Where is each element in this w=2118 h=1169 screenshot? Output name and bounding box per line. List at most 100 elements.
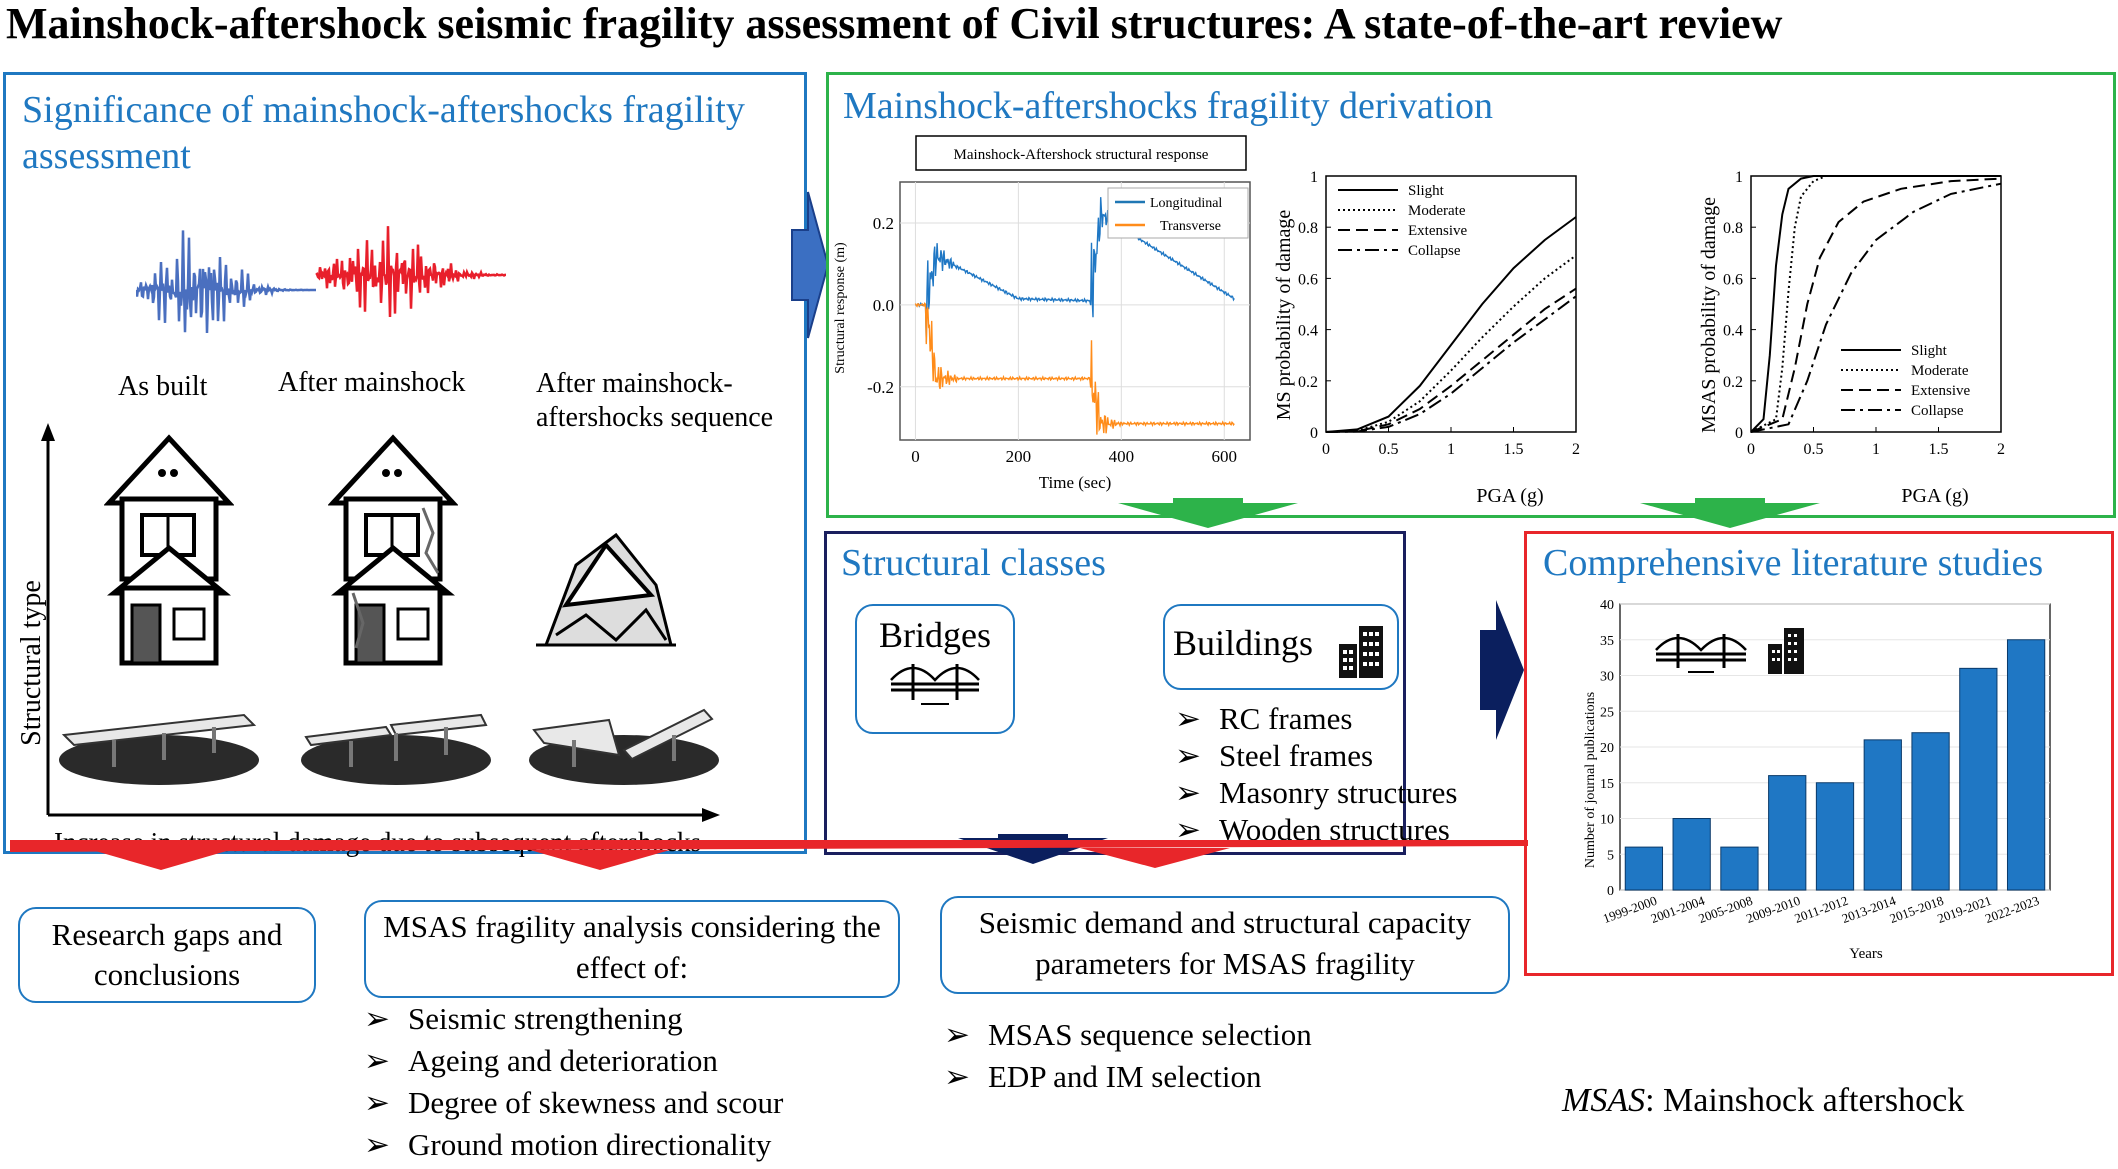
x-tick-label: 2015-2018 <box>1888 893 1946 926</box>
y-tick-label: 0.8 <box>1298 220 1318 237</box>
legend-transverse: Transverse <box>1160 219 1221 234</box>
bullet-arrow-icon: ➢ <box>364 1043 390 1078</box>
legend-extensive: Extensive <box>1911 383 1970 399</box>
series-transverse-line <box>914 301 1235 435</box>
building-type-steel: ➢Steel frames <box>1175 738 1374 773</box>
bullet-arrow-icon: ➢ <box>944 1059 970 1094</box>
bullet-arrow-icon: ➢ <box>364 1127 390 1162</box>
x-tick-label: 0 <box>911 447 920 466</box>
chart1-legend <box>1107 187 1249 239</box>
abbreviation-note: MSAS: Mainshock aftershock <box>1562 1082 1964 1120</box>
house-collapsed-icon <box>536 532 676 647</box>
y-tick-label: 0.2 <box>1723 374 1743 391</box>
x-tick-label: 1 <box>1872 441 1880 458</box>
red-connector <box>10 840 1528 870</box>
x-tick-label: 2013-2014 <box>1840 893 1899 927</box>
buildings-label: Buildings <box>1173 623 1314 663</box>
x-tick-label: 2009-2010 <box>1744 893 1802 926</box>
state-after-sequence: After mainshock-aftershocks sequence <box>536 368 774 433</box>
legend-slight: Slight <box>1408 183 1445 199</box>
time-history-chart: Mainshock-Aftershock structural response… <box>833 135 1251 492</box>
x-tick-label: 600 <box>1212 447 1238 466</box>
msas-effect-directionality: ➢Ground motion directionality <box>364 1127 772 1162</box>
x-tick-label: 2011-2012 <box>1792 893 1850 926</box>
bridges-label: Bridges <box>879 615 991 655</box>
legend-collapse: Collapse <box>1408 243 1461 259</box>
chart-buildings-icon <box>1768 628 1804 674</box>
x-tick-label: 0.5 <box>1379 441 1399 458</box>
bridge-icon <box>890 664 980 705</box>
literature-title: Comprehensive literature studies <box>1543 542 2044 584</box>
y-tick-label: 40 <box>1600 598 1614 613</box>
state-as-built: As built <box>118 371 208 402</box>
msas-effect-skewness: ➢Degree of skewness and scour <box>364 1085 784 1120</box>
bullet-arrow-icon: ➢ <box>364 1001 390 1036</box>
bullet-arrow-icon: ➢ <box>1175 701 1201 736</box>
y-tick-label: 0 <box>1310 425 1318 442</box>
chart-bridge-icon <box>1655 634 1747 673</box>
y-tick-label: 10 <box>1600 813 1614 828</box>
x-tick-label: 2 <box>1997 441 2005 458</box>
bridge-damaged-icon <box>301 713 491 785</box>
red-arrow-1 <box>92 850 230 870</box>
navy-right-arrow <box>1480 600 1524 740</box>
series-slight-line <box>1750 175 2001 433</box>
y-tick-label: 0.6 <box>1723 271 1743 288</box>
seismic-wave-graphic <box>136 226 506 334</box>
bridge-intact-icon <box>59 713 259 785</box>
chart4-ylabel: Number of journal publications <box>1583 692 1598 868</box>
bar-2019-2021 <box>1959 667 1998 891</box>
y-tick-label: 0.0 <box>873 296 894 315</box>
y-tick-label: 0 <box>1735 425 1743 442</box>
legend-collapse: Collapse <box>1911 403 1964 419</box>
y-tick-label: -0.2 <box>867 378 894 397</box>
bullet-arrow-icon: ➢ <box>1175 775 1201 810</box>
x-tick-label: 1.5 <box>1504 441 1524 458</box>
msas-analysis-box: MSAS fragility analysis considering the … <box>364 900 900 998</box>
significance-title: Significance of mainshock-aftershocks fr… <box>22 89 745 177</box>
y-tick-label: 0.8 <box>1723 220 1743 237</box>
bullet-arrow-icon: ➢ <box>944 1017 970 1052</box>
green-arrow-right <box>1640 498 1820 528</box>
page-title: Mainshock-aftershock seismic fragility a… <box>6 0 1783 48</box>
series-slight-line <box>1325 216 1577 433</box>
significance-panel: Significance of mainshock-aftershocks fr… <box>3 72 807 857</box>
mainshock-wave <box>136 230 316 334</box>
series-longitudinal-line <box>915 197 1235 343</box>
legend-slight: Slight <box>1911 343 1948 359</box>
abbreviation-term: MSAS <box>1562 1082 1646 1119</box>
bar-2001-2004 <box>1672 818 1711 891</box>
x-tick-label: 2019-2021 <box>1935 893 1993 926</box>
bar-2022-2023 <box>2006 639 2046 891</box>
y-tick-label: 1 <box>1310 169 1318 186</box>
chart1-ylabel: Structural response (m) <box>833 242 848 374</box>
series-collapse-line <box>1325 295 1577 433</box>
series-extensive-line <box>1325 287 1577 433</box>
y-tick-label: 20 <box>1600 741 1614 756</box>
chart1-title: Mainshock-Aftershock structural response <box>954 147 1209 163</box>
msas-effect-strengthening: ➢Seismic strengthening <box>364 1001 683 1036</box>
bridge-collapsed-icon <box>529 708 719 785</box>
bar-1999-2000 <box>1624 846 1664 891</box>
x-tick-label: 0 <box>1747 441 1755 458</box>
abbreviation-definition: : Mainshock aftershock <box>1645 1082 1965 1119</box>
bridges-box: Bridges <box>855 604 1015 734</box>
y-tick-label: 25 <box>1600 705 1614 720</box>
legend-moderate: Moderate <box>1911 363 1969 379</box>
y-tick-label: 0.2 <box>873 214 894 233</box>
series-collapse-line <box>1750 182 2002 433</box>
y-axis-label: Structural type <box>16 580 47 746</box>
legend-extensive: Extensive <box>1408 223 1467 239</box>
research-gaps-box: Research gaps and conclusions <box>18 907 316 1003</box>
bar-2015-2018 <box>1911 732 1950 891</box>
x-tick-label: 0.5 <box>1804 441 1824 458</box>
red-arrow-3 <box>1080 848 1230 868</box>
bar-2009-2010 <box>1768 775 1807 891</box>
house-intact-icon <box>104 434 234 666</box>
green-arrow-left <box>1118 498 1298 528</box>
building-type-masonry: ➢Masonry structures <box>1175 775 1458 810</box>
bar-2011-2012 <box>1815 782 1855 891</box>
x-tick-label: 0 <box>1322 441 1330 458</box>
x-tick-label: 2005-2008 <box>1696 893 1754 926</box>
